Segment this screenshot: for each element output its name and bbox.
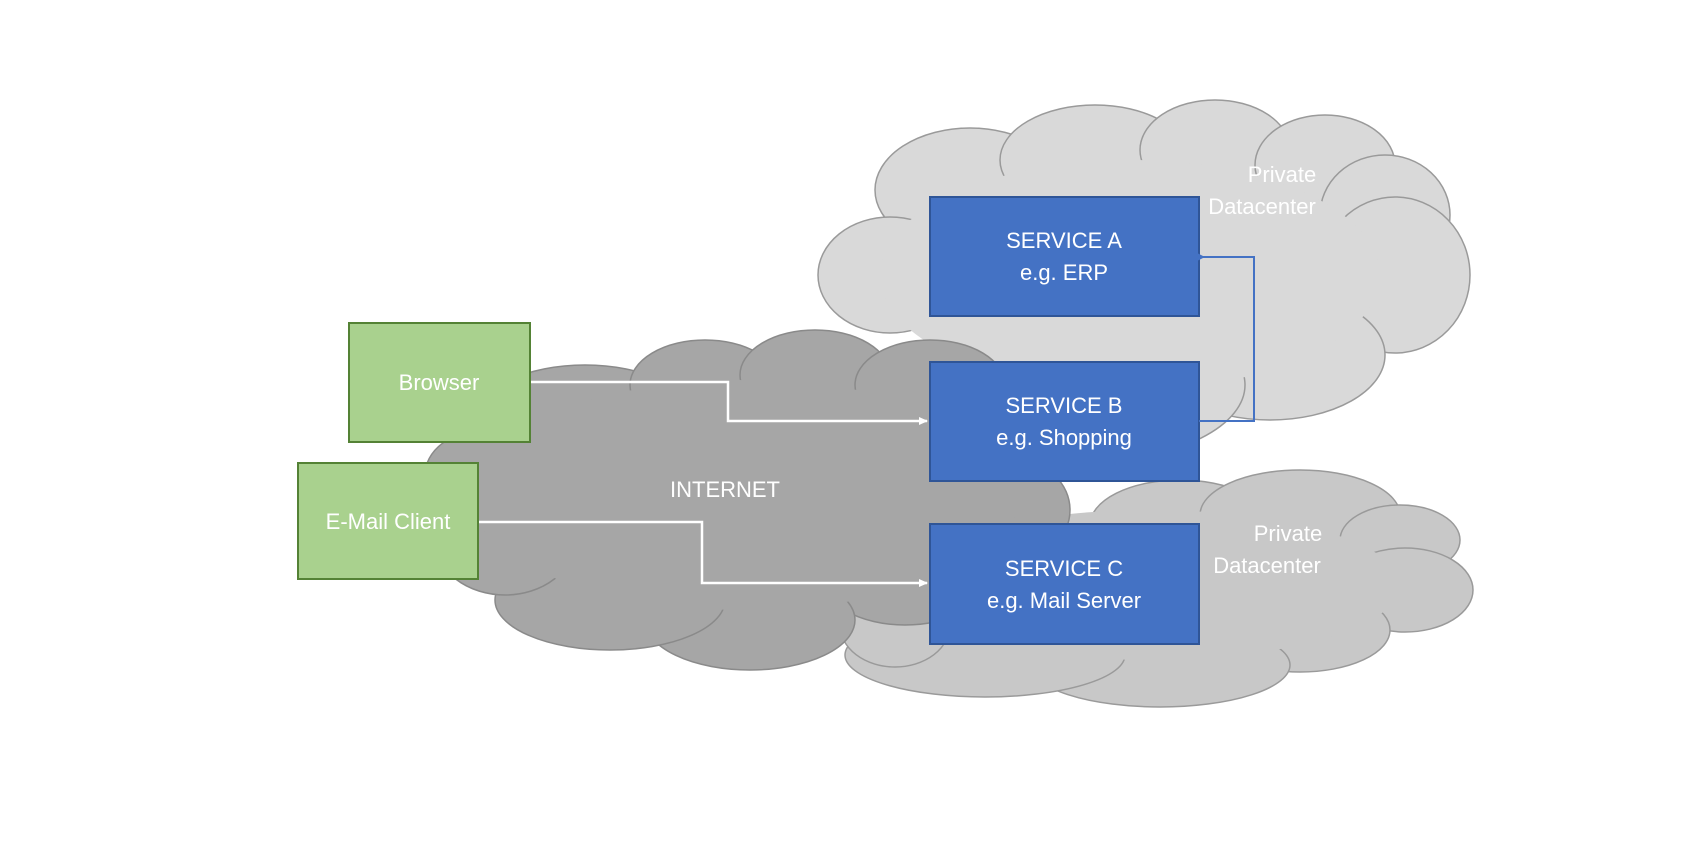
service-b-to-service-a-connector [1195,252,1255,422]
service-c-box: SERVICE C e.g. Mail Server [929,523,1200,645]
service-c-name: SERVICE C [1005,556,1123,581]
service-b-box: SERVICE B e.g. Shopping [929,361,1200,482]
datacenter-bottom-label-line1: Private [1254,521,1322,546]
service-a-name: SERVICE A [1006,228,1122,253]
browser-to-service-b-connector [530,380,928,425]
datacenter-top-label-line2: Datacenter [1208,194,1316,219]
service-b-name: SERVICE B [1006,393,1123,418]
datacenter-top-label-line1: Private [1248,162,1316,187]
email-client-box: E-Mail Client [297,462,479,580]
internet-label: INTERNET [670,477,780,502]
service-b-example: e.g. Shopping [996,425,1132,450]
service-c-example: e.g. Mail Server [987,588,1141,613]
browser-box: Browser [348,322,531,443]
service-a-box: SERVICE A e.g. ERP [929,196,1200,317]
datacenter-bottom-label-line2: Datacenter [1213,553,1321,578]
email-client-label: E-Mail Client [326,509,451,534]
service-a-example: e.g. ERP [1020,260,1108,285]
browser-label: Browser [399,370,480,395]
email-to-service-c-connector [478,520,928,587]
